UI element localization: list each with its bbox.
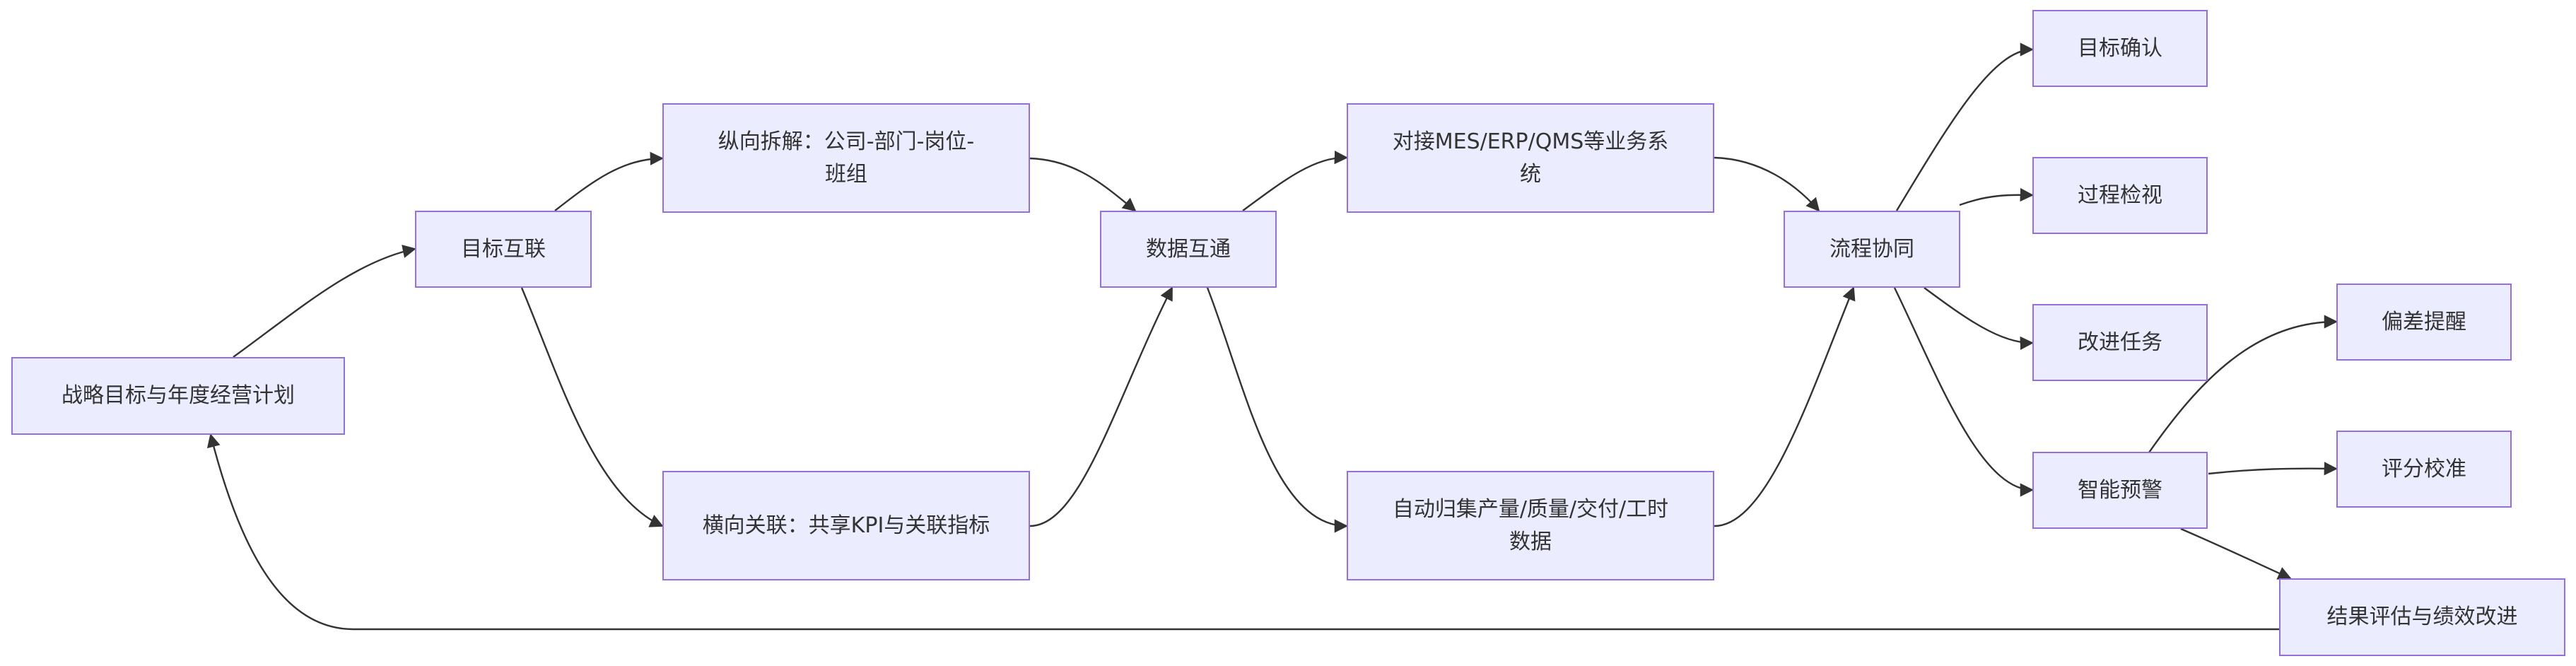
node-goal-confirmation: 目标确认	[2032, 10, 2208, 87]
node-data-link: 数据互通	[1100, 211, 1277, 288]
edge-vertical-to-data-link	[1029, 157, 1137, 212]
edge-data-link-to-systems	[1242, 151, 1348, 211]
edge-strategy-to-goal-link	[233, 245, 416, 358]
node-process-collaboration: 流程协同	[1784, 211, 1960, 288]
edge-warning-to-deviation	[2148, 315, 2338, 453]
edge-auto-collect-to-process	[1714, 286, 1856, 527]
edge-goal-link-to-horizontal	[520, 287, 664, 527]
edge-horizontal-to-data-link	[1029, 286, 1173, 527]
edge-data-link-to-auto-collect	[1206, 287, 1348, 533]
edge-result-to-strategy	[206, 433, 2279, 631]
node-deviation-alert: 偏差提醒	[2336, 284, 2512, 361]
node-smart-warning: 智能预警	[2032, 452, 2208, 529]
node-auto-collection: 自动归集产量/质量/交付/工时数据	[1347, 471, 1714, 580]
edge-goal-link-to-vertical	[554, 151, 664, 211]
node-system-integration: 对接MES/ERP/QMS等业务系统	[1347, 103, 1714, 213]
node-goal-link: 目标互联	[415, 211, 592, 288]
edge-warning-to-result	[2180, 527, 2292, 580]
node-strategy: 战略目标与年度经营计划	[11, 357, 345, 435]
node-improvement-task: 改进任务	[2032, 304, 2208, 381]
node-vertical-decomposition: 纵向拆解：公司-部门-岗位-班组	[662, 103, 1030, 213]
node-process-review: 过程检视	[2032, 157, 2208, 234]
node-result-evaluation: 结果评估与绩效改进	[2279, 578, 2565, 656]
node-horizontal-association: 横向关联：共享KPI与关联指标	[662, 471, 1030, 580]
edge-process-to-improve-task	[1924, 287, 2034, 350]
edge-systems-to-process	[1714, 156, 1820, 212]
node-score-calibration: 评分校准	[2336, 431, 2512, 508]
edge-warning-to-calibration	[2208, 462, 2338, 476]
edge-process-to-confirm	[1895, 42, 2034, 211]
edge-process-to-warning	[1893, 287, 2034, 497]
edge-process-to-review	[1959, 187, 2034, 206]
